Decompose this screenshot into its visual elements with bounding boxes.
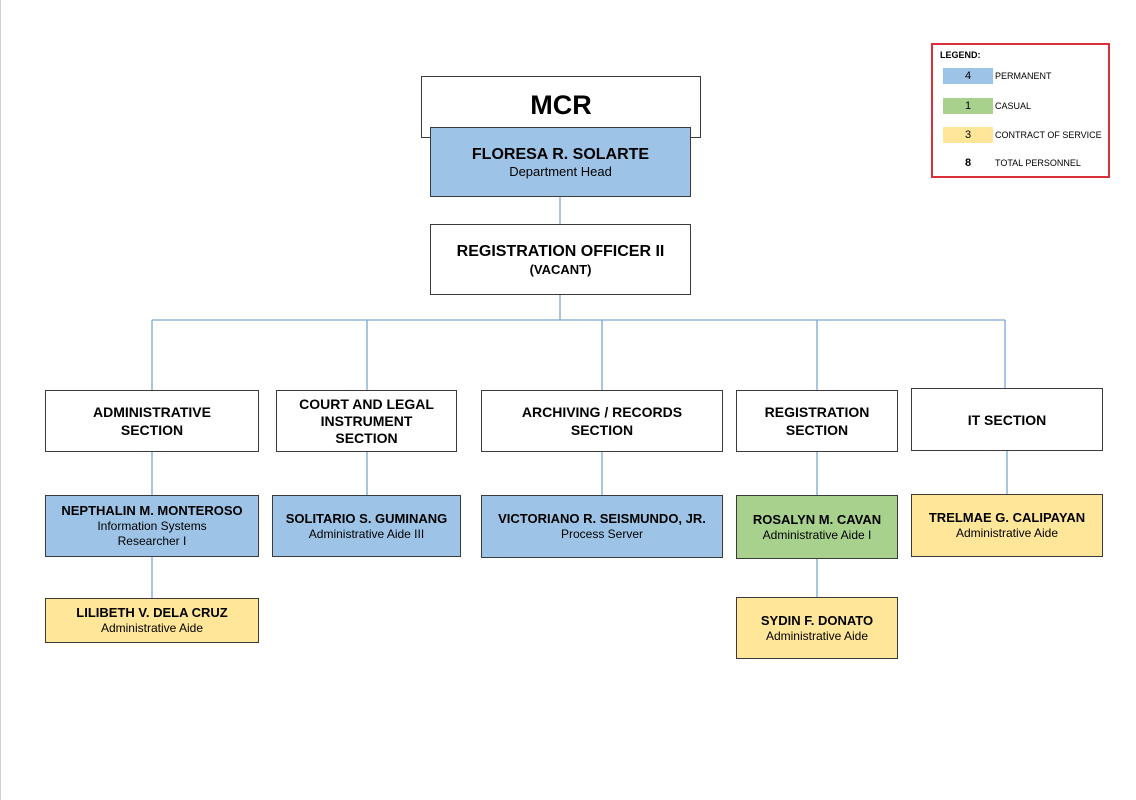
section-title: IT SECTION [967,411,1047,428]
registration-officer-title: REGISTRATION OFFICER II [456,242,665,260]
section-archiving: ARCHIVING / RECORDS SECTION [481,390,723,452]
legend-label: PERMANENT [995,71,1052,81]
staff-name: SYDIN F. DONATO [760,612,874,628]
staff-position: Information Systems Researcher I [97,519,207,548]
legend-title: LEGEND: [940,50,981,60]
staff-card: ROSALYN M. CAVAN Administrative Aide I [736,495,898,559]
registration-officer-box: REGISTRATION OFFICER II (VACANT) [430,224,691,295]
section-title: REGISTRATION SECTION [764,404,870,438]
section-title: ARCHIVING / RECORDS SECTION [521,404,683,438]
staff-position: Administrative Aide [955,526,1059,540]
staff-name: VICTORIANO R. SEISMUNDO, JR. [498,511,706,526]
legend-swatch: 1 [943,98,993,114]
staff-name: NEPTHALIN M. MONTEROSO [61,503,243,518]
staff-position: Administrative Aide I [762,527,872,542]
staff-card: VICTORIANO R. SEISMUNDO, JR. Process Ser… [481,495,723,558]
section-administrative: ADMINISTRATIVE SECTION [45,390,259,452]
section-title: COURT AND LEGAL INSTRUMENT SECTION [299,395,434,446]
legend-item-casual: 1 CASUAL [941,98,1109,114]
section-court-legal: COURT AND LEGAL INSTRUMENT SECTION [276,390,457,452]
legend-swatch: 4 [943,68,993,84]
department-head-name: FLORESA R. SOLARTE [471,145,650,163]
section-registration: REGISTRATION SECTION [736,390,898,452]
staff-name: SOLITARIO S. GUMINANG [285,510,448,526]
staff-position: Administrative Aide [765,628,869,643]
staff-name: TRELMAE G. CALIPAYAN [928,510,1086,525]
legend-item-total: 8 TOTAL PERSONNEL [941,155,1109,171]
department-head-box: FLORESA R. SOLARTE Department Head [430,127,691,197]
office-title: MCR [530,90,592,120]
section-title: ADMINISTRATIVE SECTION [93,404,211,438]
staff-card: SOLITARIO S. GUMINANG Administrative Aid… [272,495,461,557]
staff-card: SYDIN F. DONATO Administrative Aide [736,597,898,659]
staff-position: Administrative Aide [100,621,204,635]
legend-label: CASUAL [995,101,1032,111]
legend-label: CONTRACT OF SERVICE [995,130,1102,140]
registration-officer-status: (VACANT) [529,261,592,277]
legend-total-count: 8 [964,157,972,169]
staff-position: Process Server [560,527,644,541]
staff-position: Administrative Aide III [308,526,425,541]
page-edge [0,0,1,800]
staff-name: ROSALYN M. CAVAN [752,511,882,527]
legend-swatch: 3 [943,127,993,143]
department-head-position: Department Head [509,163,612,179]
staff-card: NEPTHALIN M. MONTEROSO Information Syste… [45,495,259,557]
staff-name: LILIBETH V. DELA CRUZ [76,605,228,620]
legend-item-contract: 3 CONTRACT OF SERVICE [941,127,1109,143]
legend: LEGEND: 4 PERMANENT 1 CASUAL 3 CONTRACT … [931,43,1110,178]
staff-card: LILIBETH V. DELA CRUZ Administrative Aid… [45,598,259,643]
legend-item-permanent: 4 PERMANENT [941,68,1109,84]
staff-card: TRELMAE G. CALIPAYAN Administrative Aide [911,494,1103,557]
legend-label: TOTAL PERSONNEL [995,158,1081,168]
section-it: IT SECTION [911,388,1103,451]
